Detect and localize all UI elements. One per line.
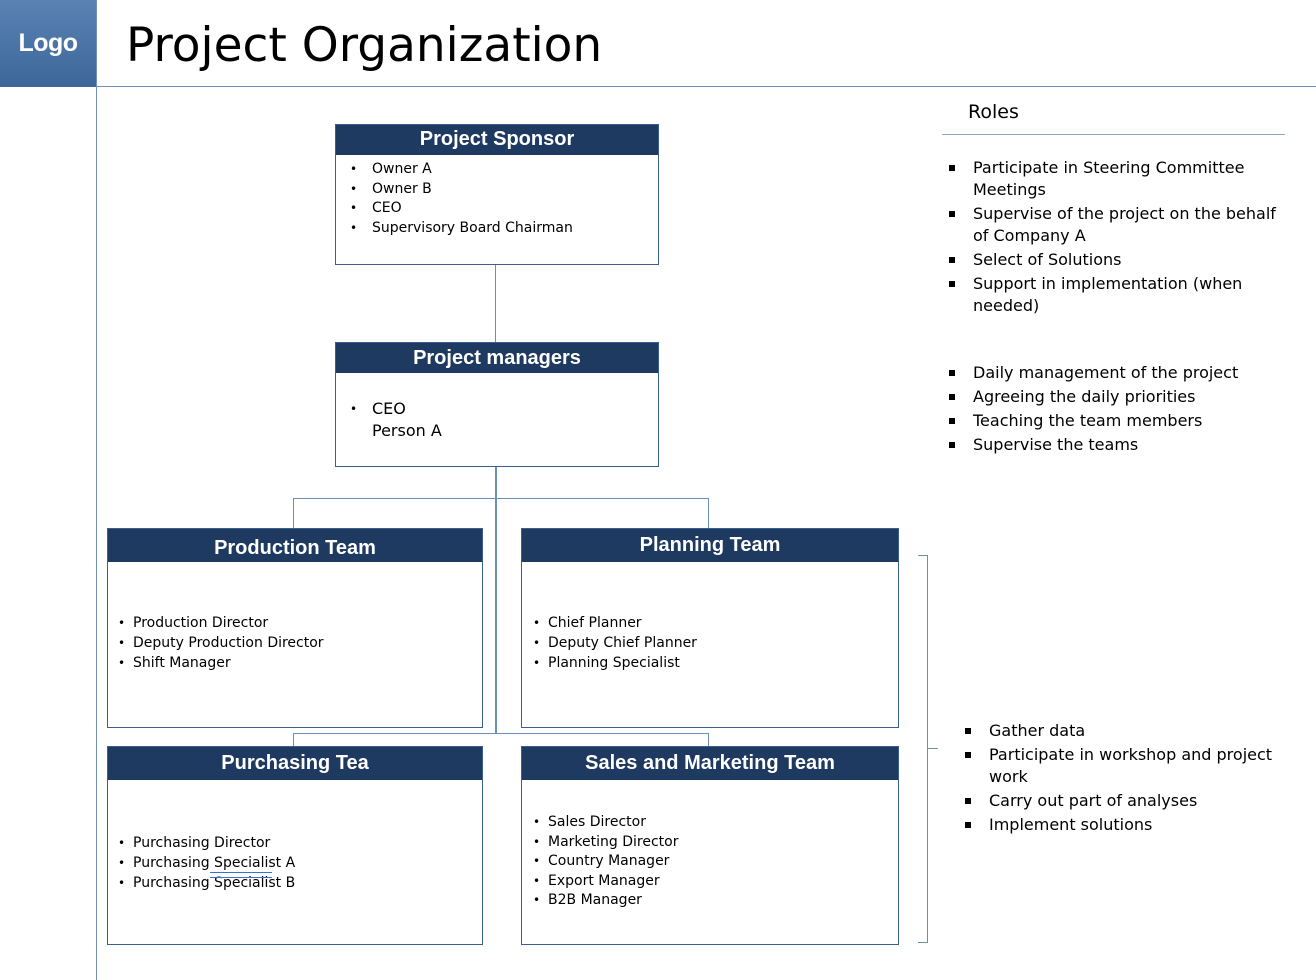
list-item: •Production Director [118,615,269,631]
sales-marketing-team-title: Sales and Marketing Team [522,747,898,780]
roles-divider [942,134,1285,135]
purchasing-team-box: Purchasing Tea •Purchasing Director •Pur… [107,746,483,945]
sales-marketing-team-box: Sales and Marketing Team •Sales Director… [521,746,899,945]
list-item: •Marketing Director [533,833,679,850]
production-team-title: Production Team [108,529,482,562]
spellcheck-underline [210,872,272,878]
list-item: Daily management of the project [949,362,1293,384]
list-item: •Purchasing Director [118,835,271,851]
connector-top-left-drop [293,498,294,529]
list-item: •Deputy Chief Planner [533,635,697,651]
list-item: •Country Manager [533,853,670,869]
list-item: Teaching the team members [949,410,1293,432]
connector-top-right-drop [708,498,709,529]
connector-top-branch [293,498,709,499]
list-item: •Purchasing Specialist A [118,855,296,871]
planning-team-list: •Chief Planner •Deputy Chief Planner •Pl… [533,613,697,673]
sales-marketing-team-list: •Sales Director •Marketing Director •Cou… [533,813,679,911]
list-item: •Sales Director [533,814,646,830]
connector-managers-trunk [495,466,497,734]
list-item: Carry out part of analyses [965,790,1309,812]
project-managers-box: Project managers •CEO Person A [335,342,659,467]
list-item: •Purchasing Specialist B [118,875,296,891]
teams-bracket-tick [928,748,938,749]
list-item: Person A [372,421,442,440]
list-item: Select of Solutions [949,249,1293,271]
connector-bottom-branch [293,733,709,734]
roles-teams-list: Gather data Participate in workshop and … [965,720,1309,838]
list-item: Participate in workshop and project work [965,744,1309,788]
project-managers-title: Project managers [336,343,658,373]
list-item: •Deputy Production Director [118,635,324,651]
list-item: •Supervisory Board Chairman [350,219,573,236]
list-item: Support in implementation (when needed) [949,273,1243,317]
roles-title: Roles [968,101,1019,123]
teams-bracket [918,555,928,943]
list-item: Implement solutions [965,814,1309,836]
planning-team-title: Planning Team [522,529,898,562]
list-item: •Owner A [350,161,432,177]
list-item: •Chief Planner [533,615,642,631]
purchasing-team-title: Purchasing Tea [108,747,482,780]
list-item: •Owner B [350,180,432,197]
list-item: Gather data [965,720,1309,742]
production-team-box: Production Team •Production Director •De… [107,528,483,728]
list-item: •Planning Specialist [533,655,680,671]
project-sponsor-title: Project Sponsor [336,125,658,155]
list-item: Participate in Steering Committee Meetin… [949,157,1293,201]
planning-team-box: Planning Team •Chief Planner •Deputy Chi… [521,528,899,728]
list-item: •B2B Manager [533,892,642,908]
connector-bottom-right-drop [708,733,709,747]
roles-sponsor-list: Participate in Steering Committee Meetin… [949,157,1293,319]
list-item: •Export Manager [533,872,660,889]
list-item: Agreeing the daily priorities [949,386,1293,408]
list-item: Supervise the teams [949,434,1293,456]
roles-managers-list: Daily management of the project Agreeing… [949,362,1293,458]
header-divider [96,86,1316,87]
production-team-list: •Production Director •Deputy Production … [118,613,324,673]
connector-sponsor-managers [495,264,496,343]
list-item: •CEO [350,399,406,418]
project-sponsor-list: •Owner A •Owner B •CEO •Supervisory Boar… [350,160,573,238]
purchasing-team-list: •Purchasing Director •Purchasing Special… [118,833,296,893]
list-item: •CEO [350,200,402,216]
connector-bottom-left-drop [293,733,294,747]
logo: Logo [0,0,96,87]
list-item: Supervise of the project on the behalf o… [949,203,1293,247]
project-managers-list: •CEO Person A [350,398,442,442]
list-item: •Shift Manager [118,655,231,671]
page-title: Project Organization [126,18,603,73]
project-sponsor-box: Project Sponsor •Owner A •Owner B •CEO •… [335,124,659,265]
vertical-divider [96,0,97,980]
